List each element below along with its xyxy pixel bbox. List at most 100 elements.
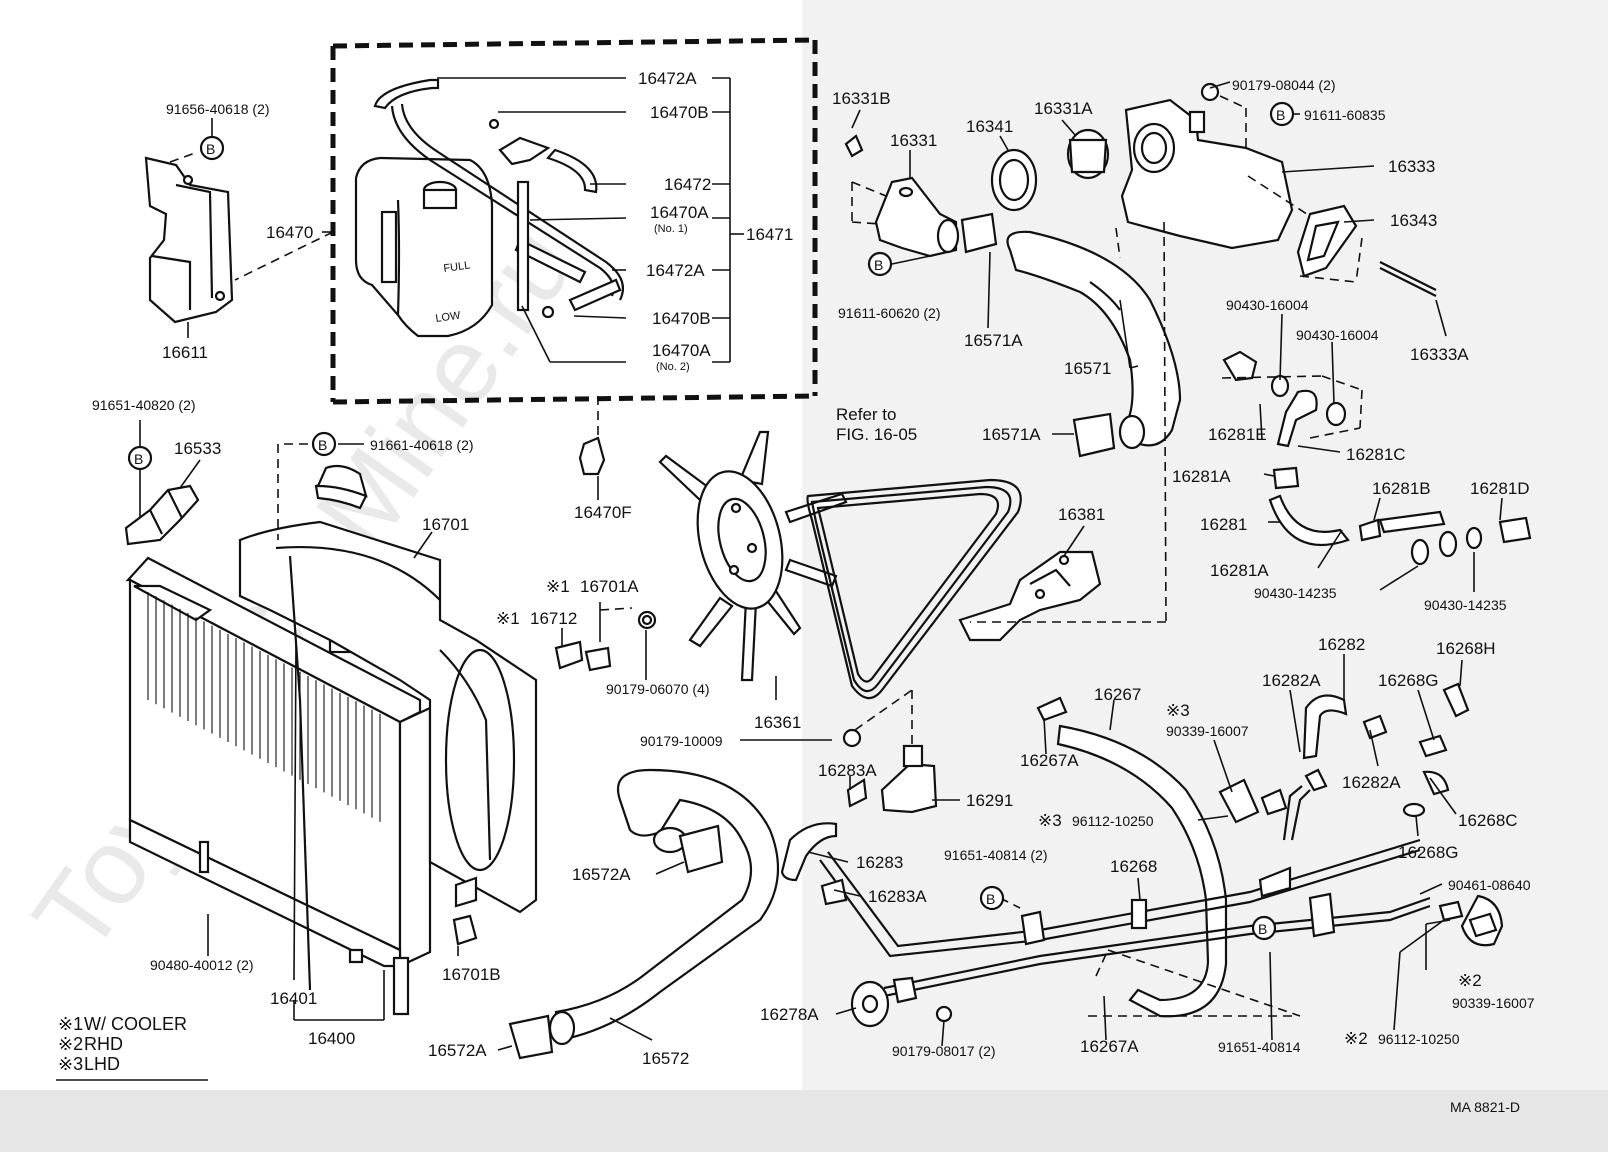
b-badge: B — [867, 251, 893, 277]
label-16281A-bot: 16281A — [1210, 561, 1269, 580]
svg-text:B: B — [134, 451, 143, 467]
low-mark: LOW — [435, 310, 462, 325]
label-90480-40012: 90480-40012 (2) — [150, 957, 254, 973]
hose-16282-group — [780, 682, 1504, 947]
label-16470F: 16470F — [574, 503, 632, 522]
label-90430-14235-b: 90430-14235 — [1424, 597, 1507, 613]
leader-lines — [56, 77, 1503, 1081]
mark-1a: ※1 — [546, 577, 570, 596]
label-16701: 16701 — [422, 515, 469, 534]
clip-16470F — [578, 396, 606, 476]
label-16381: 16381 — [1058, 505, 1105, 524]
label-91656-40618: 91656-40618 (2) — [166, 101, 270, 117]
b-badge: B — [199, 135, 225, 161]
label-16470A-no2: 16470A — [652, 341, 711, 360]
label-16267A-bot: 16267A — [1080, 1037, 1139, 1056]
label-16470A-no2-note: (No. 2) — [656, 361, 690, 373]
label-16611: 16611 — [162, 343, 208, 362]
label-16333A: 16333A — [1410, 345, 1469, 364]
label-16281A-top: 16281A — [1172, 467, 1231, 486]
water-inlet-16331 — [844, 128, 1110, 258]
label-16572A-top: 16572A — [572, 865, 631, 884]
label-16281: 16281 — [1200, 515, 1247, 534]
label-16401: 16401 — [270, 989, 317, 1008]
label-91651-40814-a: 91651-40814 (2) — [944, 847, 1048, 863]
label-16267: 16267 — [1094, 685, 1141, 704]
label-16472A-mid: 16472A — [646, 261, 705, 280]
b-badge: B — [1251, 915, 1277, 941]
label-16333: 16333 — [1388, 157, 1435, 176]
reservoir-group-box — [330, 37, 818, 405]
svg-text:B: B — [318, 437, 327, 453]
label-90430-16004-b: 90430-16004 — [1296, 327, 1379, 343]
label-16268: 16268 — [1110, 857, 1157, 876]
reservoir-tank: FULL LOW — [354, 156, 494, 338]
svg-text:B: B — [1276, 107, 1285, 123]
mark-3a: ※3 — [1166, 701, 1190, 720]
label-91611-60620: 91611-60620 (2) — [838, 305, 940, 321]
label-16470A-no1-note: (No. 1) — [654, 223, 688, 235]
bracket-16611 — [144, 156, 234, 324]
mark-1b: ※1 — [496, 609, 520, 628]
label-16268H: 16268H — [1436, 639, 1496, 658]
label-16268C: 16268C — [1458, 811, 1518, 830]
label-90430-16004-a: 90430-16004 — [1226, 297, 1309, 313]
label-16471: 16471 — [746, 225, 793, 244]
label-16268G-bot: 16268G — [1398, 843, 1459, 862]
label-16282: 16282 — [1318, 635, 1365, 654]
bracket-16533 — [124, 484, 200, 546]
legend-mark-1: ※1 — [58, 1014, 83, 1034]
svg-text:B: B — [874, 257, 883, 273]
refer-line1: Refer to — [836, 405, 896, 424]
label-16281D: 16281D — [1470, 479, 1530, 498]
label-16291: 16291 — [966, 791, 1013, 810]
full-mark: FULL — [443, 259, 471, 275]
cooling-fan-16361 — [658, 430, 848, 682]
label-90339-16007-a: 90339-16007 — [1166, 723, 1249, 739]
dashed-assembly-lines — [169, 95, 1363, 1017]
label-16572: 16572 — [642, 1049, 689, 1068]
label-16278A: 16278A — [760, 1005, 819, 1024]
legend: ※1 W/ COOLER ※2 RHD ※3 LHD — [58, 1014, 187, 1074]
label-16343: 16343 — [1390, 211, 1437, 230]
lower-radiator-hose-16572 — [508, 768, 780, 1060]
label-16472: 16472 — [664, 175, 711, 194]
label-16281E: 16281E — [1208, 425, 1267, 444]
bottom-strip-background — [0, 1090, 1608, 1152]
label-16571A-bot: 16571A — [982, 425, 1041, 444]
label-16283: 16283 — [856, 853, 903, 872]
legend-text-1: W/ COOLER — [84, 1014, 187, 1034]
svg-text:B: B — [1258, 921, 1267, 937]
label-16470: 16470 — [266, 223, 313, 242]
label-16470B: 16470B — [650, 103, 709, 122]
label-16472A: 16472A — [638, 69, 697, 88]
reservoir-hoses — [373, 78, 624, 319]
label-16268G-top: 16268G — [1378, 671, 1439, 690]
fan-shroud-16701 — [238, 464, 538, 991]
svg-text:B: B — [986, 891, 995, 907]
b-badge: B — [311, 431, 337, 457]
label-91661-40618: 91661-40618 (2) — [370, 437, 474, 453]
label-16283A-bot: 16283A — [868, 887, 927, 906]
water-outlet-16333 — [1120, 82, 1437, 297]
label-16281B: 16281B — [1372, 479, 1431, 498]
b-badge: B — [979, 885, 1005, 911]
label-16701A: 16701A — [580, 577, 639, 596]
label-16281C: 16281C — [1346, 445, 1406, 464]
label-16267A-top: 16267A — [1020, 751, 1079, 770]
label-16470B-mid: 16470B — [652, 309, 711, 328]
label-91611-60835: 91611-60835 — [1304, 107, 1386, 123]
b-badge: B — [127, 445, 153, 471]
label-16572A-bot: 16572A — [428, 1041, 487, 1060]
label-90179-08044: 90179-08044 (2) — [1232, 77, 1336, 93]
label-16282A-top: 16282A — [1262, 671, 1321, 690]
label-16712: 16712 — [530, 609, 577, 628]
label-90179-10009: 90179-10009 — [640, 733, 723, 749]
label-90179-08017: 90179-08017 (2) — [892, 1043, 996, 1059]
label-91651-40814-b: 91651-40814 — [1218, 1039, 1301, 1055]
label-16331B: 16331B — [832, 89, 891, 108]
label-16533: 16533 — [174, 439, 221, 458]
refer-line2: FIG. 16-05 — [836, 425, 917, 444]
